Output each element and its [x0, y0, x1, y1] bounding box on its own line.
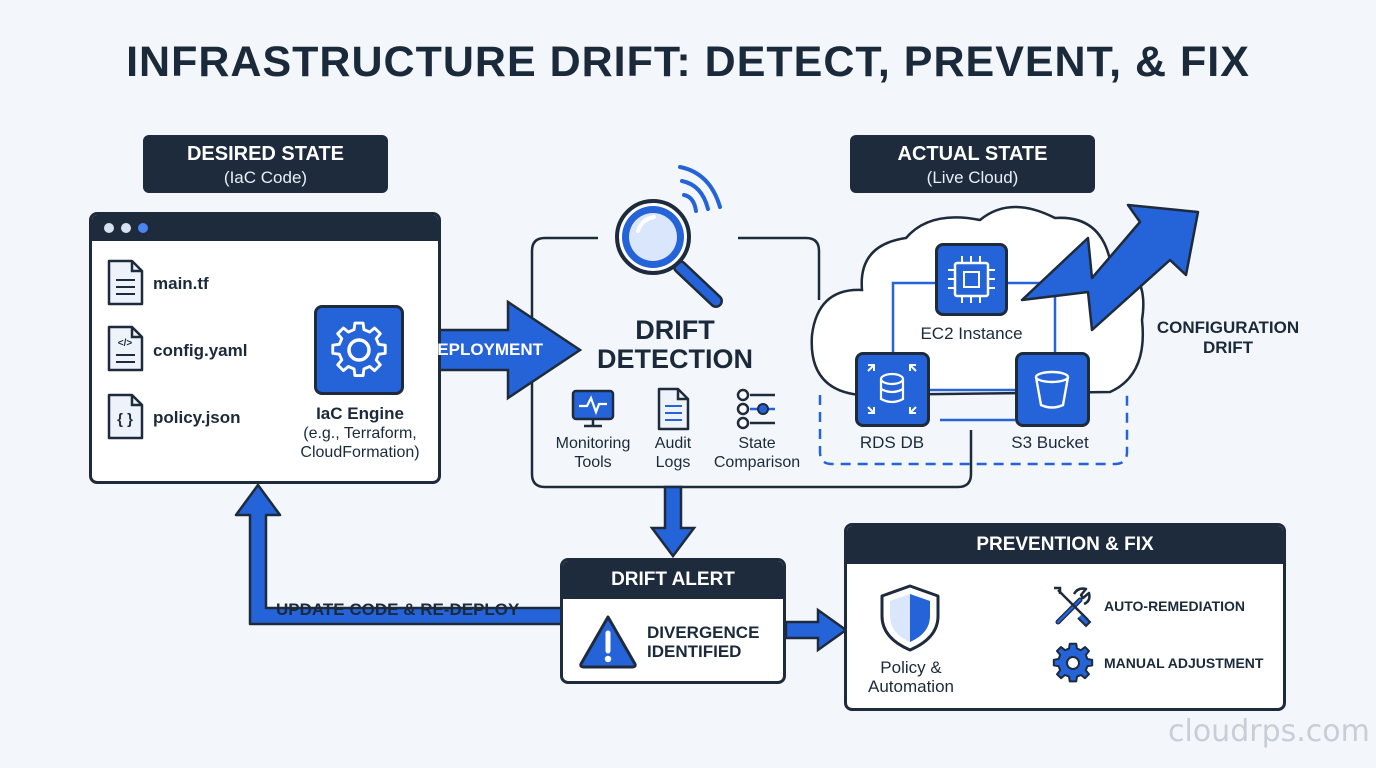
s3-label: S3 Bucket [1011, 433, 1089, 452]
json-file-icon: { } [107, 393, 144, 440]
file-config-yaml: config.yaml [153, 341, 248, 360]
ec2-label: EC2 Instance [920, 324, 1023, 343]
ec2-tile [935, 243, 1008, 316]
iac-engine-tile [314, 305, 404, 395]
svg-text:{ }: { } [117, 411, 133, 428]
desired-state-sub: (IaC Code) [223, 168, 308, 187]
drift-alert-panel: DRIFT ALERT DIVERGENCE IDENTIFIED [560, 558, 786, 684]
gear-small-icon [1052, 642, 1094, 683]
iac-engine-label: IaC Engine (e.g., Terraform, CloudFormat… [280, 404, 440, 462]
svg-text:</>: </> [118, 338, 133, 349]
detection-frame-right [738, 236, 821, 300]
iac-engine-line2: (e.g., Terraform, [303, 425, 417, 442]
down-arrow [649, 485, 697, 559]
drift-alert-heading: DRIFT ALERT [563, 561, 783, 599]
link-ec2-rds [891, 281, 935, 360]
file-main-tf: main.tf [153, 274, 209, 293]
drift-detection-line1: DRIFT [635, 315, 715, 345]
desired-state-heading: DESIRED STATE [186, 143, 345, 165]
watermark: cloudrps.com [1168, 714, 1370, 749]
shield-icon [880, 584, 940, 652]
gear-icon [331, 321, 387, 377]
drift-zigzag-arrow [1020, 203, 1200, 332]
manual-adjustment-label: MANUAL ADJUSTMENT [1104, 655, 1264, 671]
drift-detection-line2: DETECTION [596, 344, 753, 374]
monitor-icon [571, 389, 615, 428]
file-policy-json: policy.json [153, 408, 241, 427]
warning-icon [579, 615, 637, 669]
window-dot-icon [121, 223, 131, 233]
tool-monitoring: Monitoring Tools [545, 434, 641, 472]
tool-state: State Comparison [702, 434, 812, 472]
database-icon [867, 364, 917, 414]
configuration-drift-line1: CONFIGURATION [1156, 318, 1300, 337]
update-code-label: UPDATE CODE & RE-DEPLOY [276, 600, 520, 619]
tools-icon [1054, 586, 1092, 628]
iac-engine-title: IaC Engine [316, 404, 404, 423]
detection-frame [530, 236, 973, 489]
bucket-icon [1034, 370, 1070, 409]
drift-detection-title: DRIFT DETECTION [585, 316, 765, 374]
tool-state-line2: Comparison [713, 454, 801, 471]
window-titlebar [92, 215, 438, 241]
rds-label: RDS DB [859, 433, 925, 452]
s3-tile [1015, 352, 1090, 427]
document-icon [107, 259, 144, 306]
magnifier-icon [615, 165, 723, 308]
actual-state-heading: ACTUAL STATE [897, 143, 1048, 165]
iac-engine-line3: CloudFormation) [300, 444, 420, 461]
window-dot-icon [138, 223, 148, 233]
policy-line2: Automation [868, 677, 954, 696]
configuration-drift-label: CONFIGURATION DRIFT [1140, 318, 1316, 358]
tool-audit-line2: Logs [655, 454, 691, 471]
tool-state-line1: State [738, 435, 776, 452]
actual-state-label: ACTUAL STATE (Live Cloud) [850, 135, 1095, 193]
configuration-drift-line2: DRIFT [1202, 338, 1254, 357]
tool-monitoring-line1: Monitoring [555, 435, 631, 452]
desired-state-label: DESIRED STATE (IaC Code) [143, 135, 388, 193]
drift-alert-line2: IDENTIFIED [647, 642, 742, 661]
log-icon [657, 387, 690, 431]
actual-state-sub: (Live Cloud) [926, 168, 1019, 187]
prevention-heading: PREVENTION & FIX [847, 526, 1283, 564]
auto-remediation-label: AUTO-REMEDIATION [1104, 598, 1246, 614]
policy-line1: Policy & [880, 658, 942, 677]
redeploy-arrow [234, 483, 560, 626]
tool-monitoring-line2: Tools [574, 454, 612, 471]
policy-automation-label: Policy & Automation [851, 658, 971, 696]
chip-icon [948, 256, 995, 303]
alert-to-prevention-arrow [784, 607, 849, 653]
drift-alert-message: DIVERGENCE IDENTIFIED [647, 623, 759, 661]
tool-audit: Audit Logs [638, 434, 708, 472]
rds-tile [855, 352, 930, 427]
signal-wave-icon [678, 165, 722, 209]
deployment-label: DEPLOYMENT [425, 340, 544, 359]
tool-audit-line1: Audit [654, 435, 692, 452]
sliders-icon [736, 388, 775, 430]
page-title: INFRASTRUCTURE DRIFT: DETECT, PREVENT, &… [126, 38, 1250, 86]
code-file-icon: </> [107, 325, 144, 372]
window-dot-icon [104, 223, 114, 233]
drift-alert-line1: DIVERGENCE [647, 623, 760, 642]
